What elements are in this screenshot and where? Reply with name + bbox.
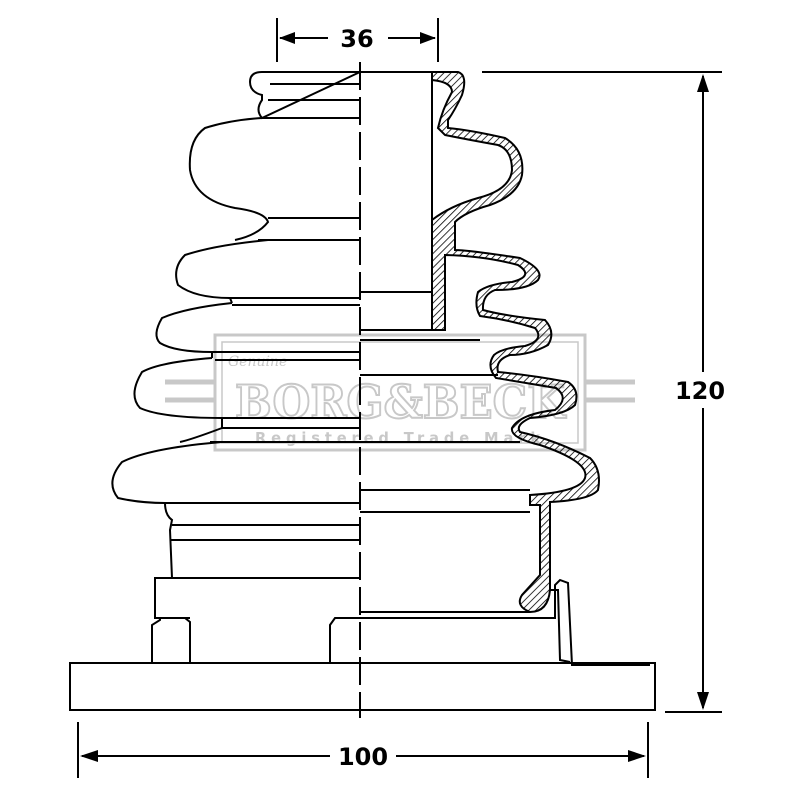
convolution-5 [111,441,223,579]
boot-exterior-half [69,71,656,711]
dimension-height [482,71,722,713]
dim-height-arrow-top [697,74,709,92]
dim-top-arrow-left [279,32,295,44]
flange-slot-left [184,617,191,663]
dim-base-width-label: 100 [338,743,388,771]
base-plate [69,662,656,711]
dimension-base-width [77,722,649,778]
convolution-1 [188,117,270,241]
section-lower-flange-inner [550,589,571,663]
dim-top-arrow-right [420,32,436,44]
convolution-2 [175,239,269,304]
section-wall-upper [431,71,600,614]
dimension-top-width [276,18,439,62]
watermark-script: Genuine [228,354,287,370]
dim-height-label: 120 [675,377,725,405]
dim-height-arrow-bottom [697,692,709,710]
top-collar [248,71,361,120]
dim-base-arrow-right [628,750,646,762]
flange-slot-right [329,617,360,663]
watermark-tagline: Registered Trade Mark [255,429,545,447]
watermark-frame [213,333,587,452]
dim-top-width-label: 36 [340,25,373,53]
convolution-4 [133,357,223,443]
lower-flange-left [151,577,172,663]
convolution-3 [155,302,233,358]
watermark-brand: BORG&BECK [235,375,567,429]
dim-base-arrow-left [80,750,98,762]
boot-section-half [360,71,650,666]
section-lower-flange [360,578,650,666]
